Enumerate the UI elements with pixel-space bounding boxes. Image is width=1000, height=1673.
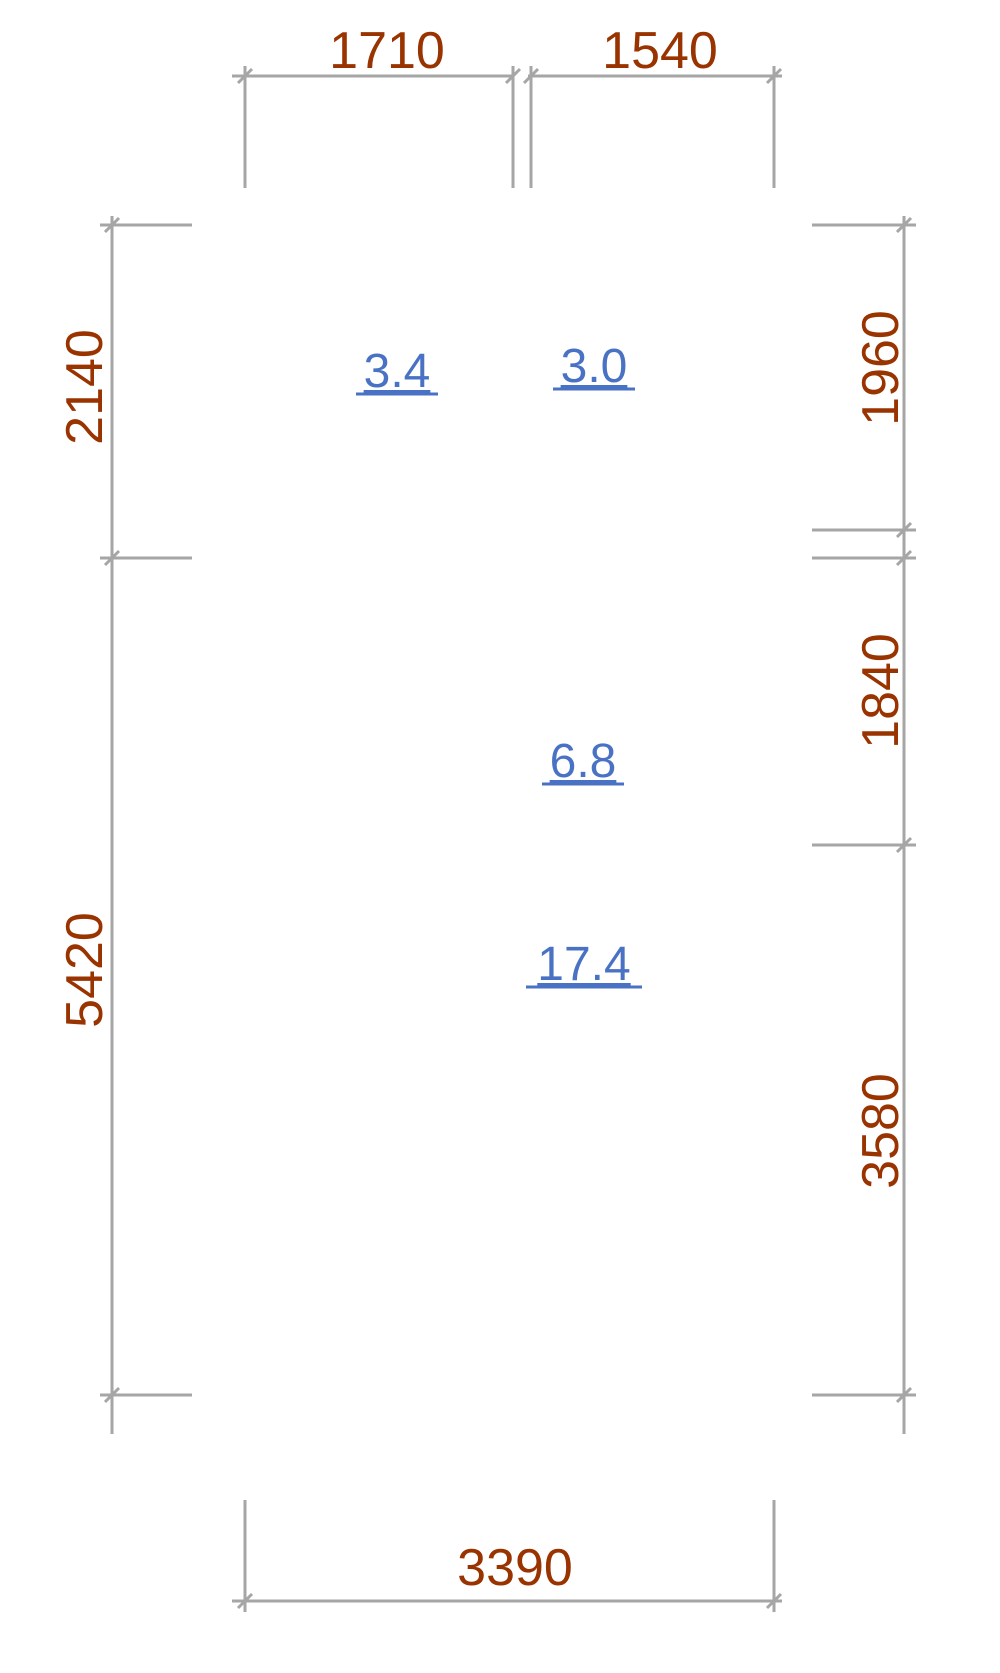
dim-label-bottom: 3390	[457, 1539, 573, 1597]
right-dimension-chain	[812, 216, 916, 1434]
top-tick-4	[765, 67, 783, 85]
top-tick-3	[522, 67, 540, 85]
right-tick-3	[895, 549, 913, 567]
left-tick-2	[103, 549, 121, 567]
right-tick-5	[895, 1386, 913, 1404]
top-tick-1	[236, 67, 254, 85]
right-tick-2	[895, 521, 913, 539]
dim-label-left-top: 2140	[56, 329, 114, 445]
left-tick-1	[103, 216, 121, 234]
bottom-tick-2	[765, 1592, 783, 1610]
top-dimension-chain	[232, 66, 783, 188]
bottom-tick-1	[236, 1592, 254, 1610]
area-label-room-d-group[interactable]: 17.4	[526, 938, 642, 991]
left-dimension-chain	[100, 216, 192, 1434]
area-label-room-b-group[interactable]: 3.0	[553, 340, 635, 393]
dim-label-right-bottom: 3580	[852, 1073, 910, 1189]
left-tick-3	[103, 1386, 121, 1404]
dim-label-left-bottom: 5420	[56, 912, 114, 1028]
area-label-room-b[interactable]: 3.0	[561, 340, 628, 393]
area-label-room-a[interactable]: 3.4	[364, 345, 431, 398]
right-tick-4	[895, 836, 913, 854]
bottom-dimension-chain	[232, 1500, 783, 1612]
dim-label-top-right: 1540	[602, 22, 718, 80]
dim-label-right-top: 1960	[852, 310, 910, 426]
area-label-room-d[interactable]: 17.4	[537, 938, 630, 991]
area-label-room-c-group[interactable]: 6.8	[542, 735, 624, 788]
top-tick-2	[504, 67, 522, 85]
area-label-room-c[interactable]: 6.8	[550, 735, 617, 788]
dim-label-top-left: 1710	[329, 22, 445, 80]
dim-label-right-middle: 1840	[852, 633, 910, 749]
right-tick-1	[895, 216, 913, 234]
area-label-room-a-group[interactable]: 3.4	[356, 345, 438, 398]
